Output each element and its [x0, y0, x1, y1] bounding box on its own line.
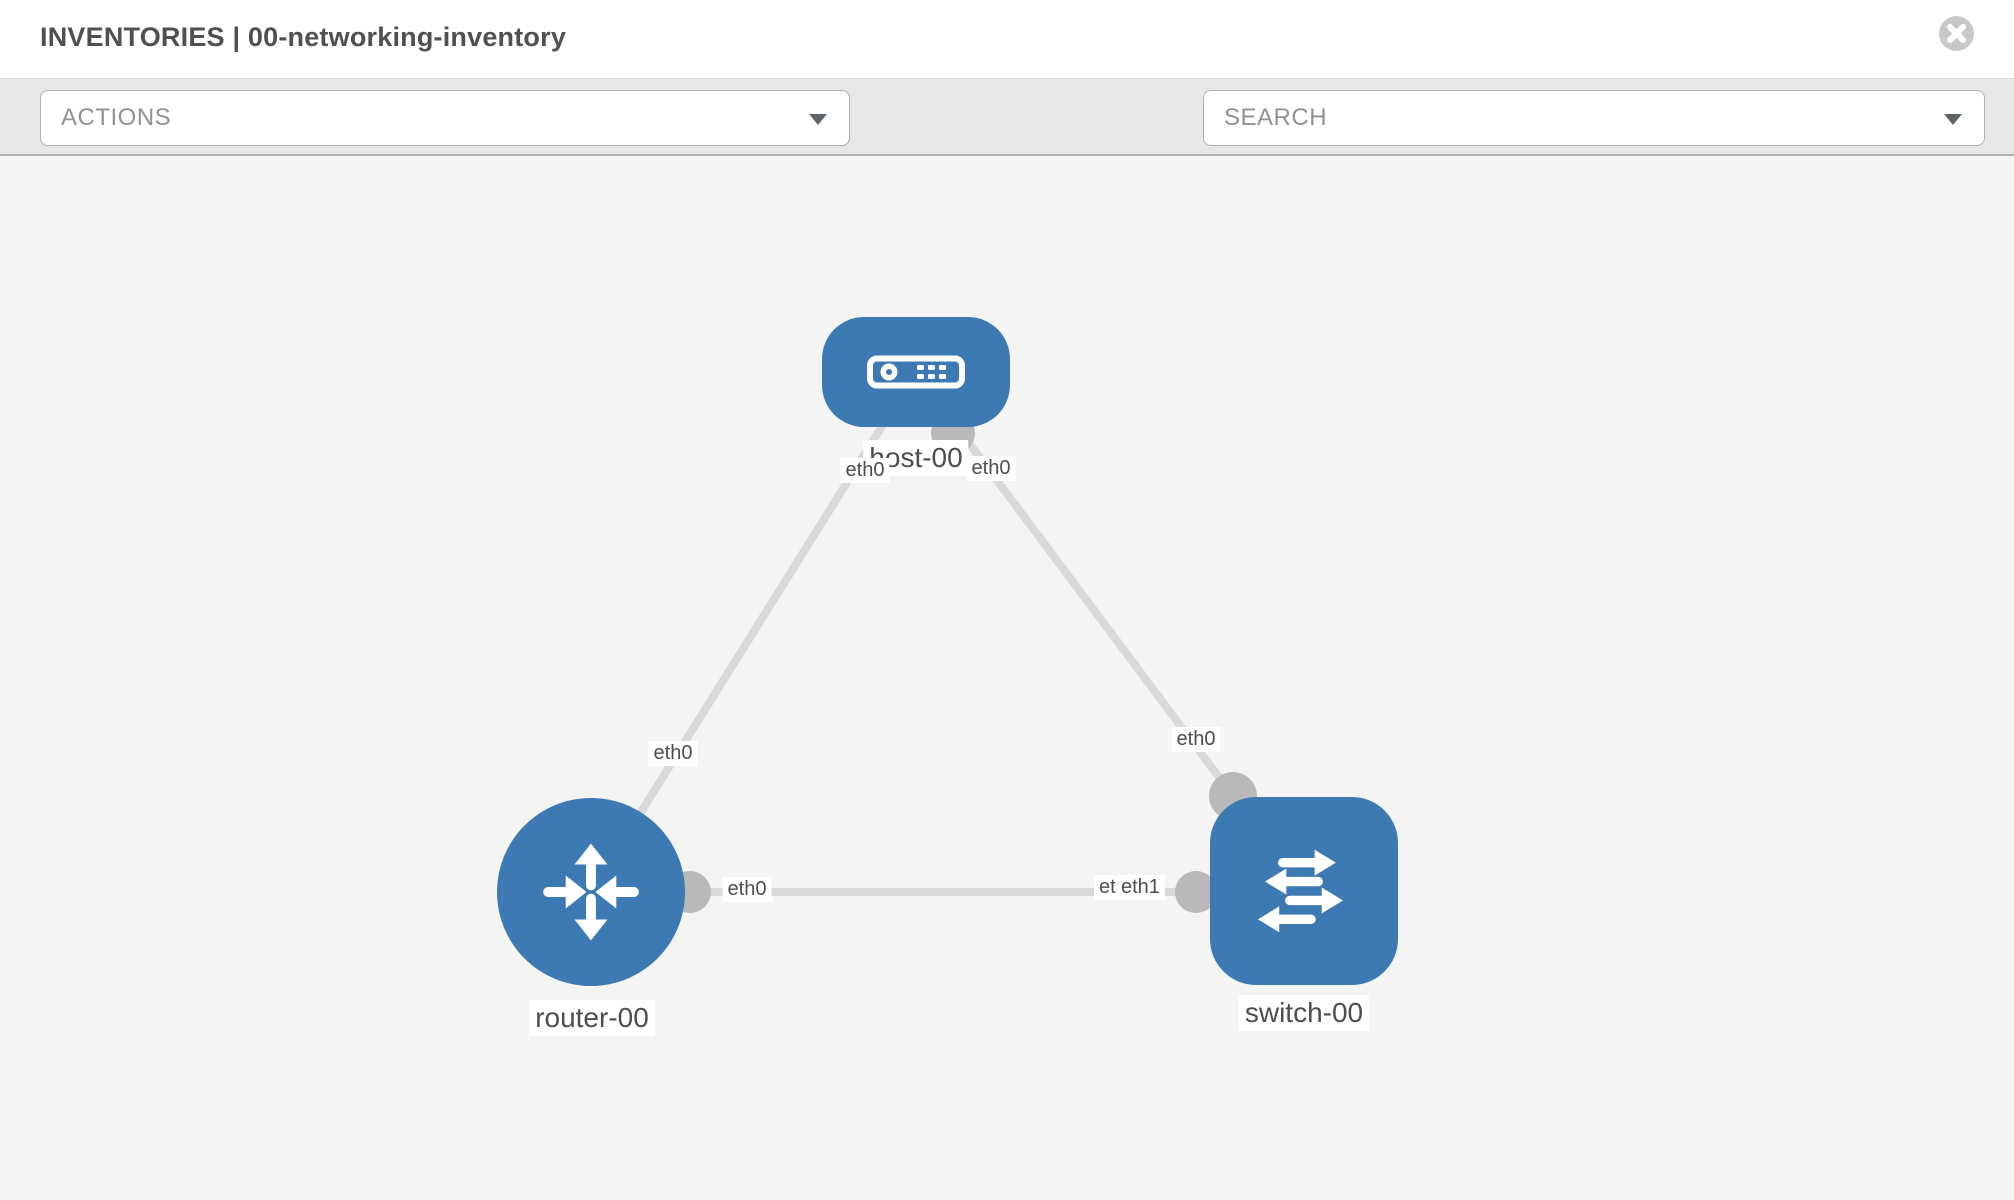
chevron-down-icon — [809, 114, 827, 125]
interface-label-host-eth0-left: eth0 — [840, 458, 890, 483]
router-icon — [543, 843, 639, 941]
host-icon — [867, 355, 965, 389]
topology-canvas[interactable]: host-00 router-00 switch-00 eth0 eth0 et… — [0, 156, 2014, 1200]
chevron-down-icon — [1944, 114, 1962, 125]
node-label-router: router-00 — [529, 1000, 655, 1037]
switch-icon — [1257, 849, 1343, 933]
node-router-00[interactable] — [497, 798, 685, 986]
node-host-00[interactable] — [822, 317, 1010, 427]
close-icon — [1947, 24, 1966, 43]
interface-label-switch-link-eth0: eth0 — [1171, 727, 1221, 752]
interface-label-router-link-eth0: eth0 — [648, 741, 698, 766]
actions-dropdown[interactable]: ACTIONS — [40, 90, 850, 146]
interface-label-switch-eth1: eth1 — [1116, 875, 1165, 900]
node-switch-00[interactable] — [1210, 797, 1398, 985]
page-title: INVENTORIES | 00-networking-inventory — [40, 22, 567, 52]
interface-label-host-eth0-right: eth0 — [966, 456, 1016, 481]
search-dropdown[interactable]: SEARCH — [1203, 90, 1985, 146]
close-button[interactable] — [1939, 16, 1974, 51]
search-dropdown-label: SEARCH — [1224, 104, 1328, 131]
interface-connector-switch-left — [1175, 871, 1217, 913]
interface-label-router-eth0: eth0 — [722, 877, 772, 902]
toolbar: ACTIONS SEARCH — [0, 78, 2014, 214]
node-label-switch: switch-00 — [1238, 995, 1370, 1032]
header: INVENTORIES | 00-networking-inventory — [0, 0, 2014, 78]
actions-dropdown-label: ACTIONS — [61, 104, 172, 131]
links-layer — [587, 369, 1308, 913]
